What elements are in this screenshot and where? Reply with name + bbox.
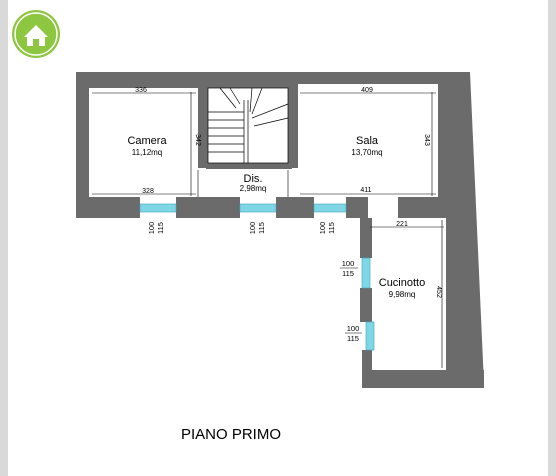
right-frame-border <box>548 0 556 476</box>
window-3-width: 100 <box>318 222 327 235</box>
room-area-dis: 2,98mq <box>240 184 267 193</box>
window-4-width: 100 <box>342 259 355 268</box>
floor-title: PIANO PRIMO <box>181 426 281 443</box>
window-2-width: 100 <box>248 222 257 235</box>
window-3-height: 115 <box>327 222 336 234</box>
staircase <box>207 87 289 164</box>
cucinotto-side-dimension: 452 <box>435 286 442 298</box>
window-5-height: 115 <box>347 334 359 343</box>
cucinotto-top-dimension: 221 <box>396 221 408 228</box>
room-area-sala: 13,70mq <box>351 148 382 157</box>
room-name-cucinotto: Cucinotto <box>379 277 425 289</box>
dimension-lines <box>92 92 444 368</box>
room-area-camera: 11,12mq <box>132 148 163 157</box>
window-4-height: 115 <box>342 269 354 278</box>
camera-bottom-dimension: 328 <box>142 188 154 195</box>
sala-bottom-dimension: 411 <box>360 187 371 194</box>
house-logo-icon <box>12 10 60 58</box>
room-name-camera: Camera <box>127 135 167 147</box>
windows <box>139 203 375 351</box>
room-interiors <box>89 88 446 370</box>
room-name-sala: Sala <box>356 135 379 147</box>
window-2-height: 115 <box>257 222 266 234</box>
window-5-width: 100 <box>347 324 360 333</box>
building-walls <box>76 72 484 388</box>
window-1-width: 100 <box>147 222 156 235</box>
room-area-cucinotto: 9,98mq <box>389 290 416 299</box>
sala-side-dimension: 343 <box>423 134 430 146</box>
camera-top-dimension: 336 <box>135 87 147 94</box>
room-name-dis: Dis. <box>244 173 263 185</box>
left-frame-border <box>0 0 8 476</box>
camera-side-dimension: 342 <box>194 134 201 146</box>
door-openings <box>197 170 289 197</box>
sala-top-dimension: 409 <box>361 87 373 94</box>
window-1-height: 115 <box>156 222 165 234</box>
